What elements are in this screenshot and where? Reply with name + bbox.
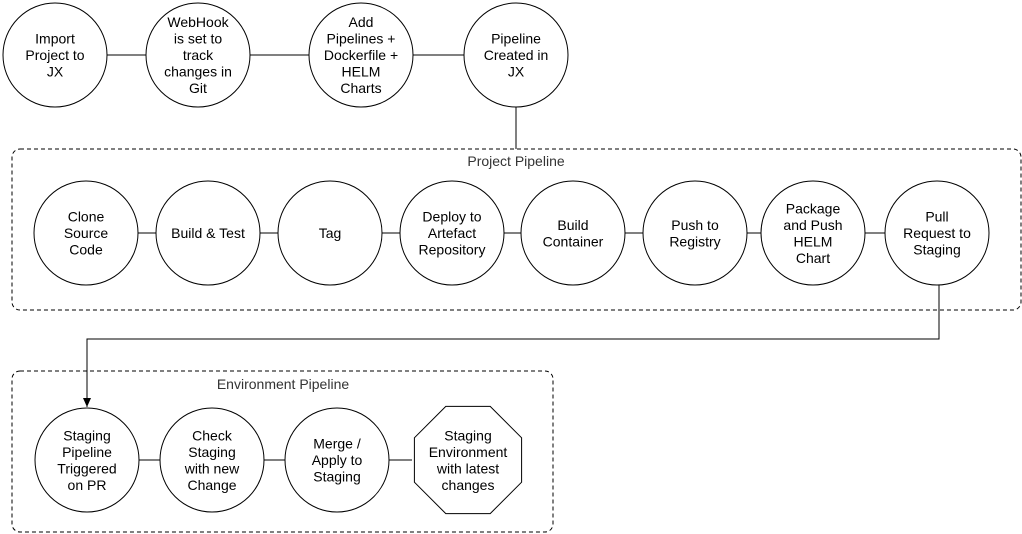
- node-label-line: Pipelines +: [327, 31, 396, 47]
- node-circle-shape: [155, 180, 261, 286]
- node-label-line: Staging: [188, 444, 235, 460]
- node-label-line: Import: [35, 31, 75, 47]
- node-label-line: JX: [47, 64, 64, 80]
- project-pipeline-group: [11, 148, 1022, 311]
- node-label-line: HELM: [794, 233, 833, 249]
- node-label-line: Request to: [903, 225, 971, 241]
- environment-pipeline-title: Environment Pipeline: [217, 376, 350, 392]
- node-label-line: Push to: [671, 217, 719, 233]
- node-label-line: Build & Test: [171, 225, 245, 241]
- node-circle-shape: [760, 180, 866, 286]
- node-build-test: Build & Test: [155, 180, 261, 286]
- node-label-line: HELM: [342, 64, 381, 80]
- node-label-line: changes: [442, 477, 495, 493]
- node-label-line: Created in: [484, 47, 549, 63]
- node-circle-shape: [34, 407, 140, 513]
- node-label-line: Change: [187, 477, 236, 493]
- node-circle-shape: [642, 180, 748, 286]
- node-label-line: Staging: [444, 427, 491, 443]
- node-label-line: track: [183, 47, 214, 63]
- node-label-line: changes in: [164, 64, 232, 80]
- node-label-line: JX: [508, 64, 525, 80]
- node-label-line: Build: [557, 217, 588, 233]
- node-circle-shape: [277, 180, 383, 286]
- node-circle-shape: [159, 407, 265, 513]
- node-label-line: Artefact: [428, 225, 476, 241]
- node-circle-shape: [145, 2, 251, 108]
- project-pipeline-title: Project Pipeline: [467, 153, 564, 169]
- node-circle-shape: [520, 180, 626, 286]
- node-label-line: Container: [543, 233, 604, 249]
- node-label-line: is set to: [174, 31, 222, 47]
- node-label-line: Code: [69, 242, 103, 258]
- connector-lines: [83, 54, 940, 461]
- node-label-line: Source: [64, 225, 109, 241]
- node-label-line: Package: [786, 200, 841, 216]
- node-label-line: Merge /: [313, 436, 361, 452]
- node-label-line: WebHook: [167, 14, 229, 30]
- node-label-line: Dockerfile +: [324, 47, 398, 63]
- node-octagon-shape: [413, 405, 523, 515]
- node-label-line: Staging: [63, 427, 110, 443]
- node-label-line: Registry: [669, 233, 720, 249]
- node-label-line: Apply to: [312, 452, 363, 468]
- node-label-line: Git: [189, 80, 207, 96]
- node-label-line: and Push: [783, 217, 842, 233]
- node-label-line: Repository: [419, 242, 486, 258]
- node-circle-shape: [284, 407, 390, 513]
- node-label-line: Clone: [68, 209, 105, 225]
- node-label-line: Pipeline: [62, 444, 112, 460]
- node-label-line: Check: [192, 427, 233, 443]
- node-label-line: Chart: [796, 250, 830, 266]
- node-label-line: Staging: [913, 242, 960, 258]
- node-circle-shape: [463, 2, 569, 108]
- node-label-line: on PR: [68, 477, 107, 493]
- node-circle-shape: [33, 180, 139, 286]
- node-label-line: Deploy to: [422, 209, 481, 225]
- node-label-line: Pipeline: [491, 31, 541, 47]
- node-label-line: with new: [184, 460, 240, 476]
- node-label-line: Charts: [340, 80, 381, 96]
- node-label-line: Triggered: [57, 460, 116, 476]
- node-label-line: with latest: [436, 460, 499, 476]
- node-circle-shape: [308, 2, 414, 108]
- node-circle-shape: [884, 180, 990, 286]
- environment-pipeline-group: [11, 370, 554, 533]
- node-label-line: Pull: [925, 209, 948, 225]
- node-tag: Tag: [277, 180, 383, 286]
- node-label-line: Staging: [313, 469, 360, 485]
- pull-request-to-environment-arrow: [83, 285, 940, 407]
- node-label-line: Add: [349, 14, 374, 30]
- node-label-line: Environment: [429, 444, 508, 460]
- node-circle-shape: [2, 2, 108, 108]
- node-label-line: Tag: [319, 225, 342, 241]
- node-label-line: Project to: [25, 47, 84, 63]
- node-circle-shape: [399, 180, 505, 286]
